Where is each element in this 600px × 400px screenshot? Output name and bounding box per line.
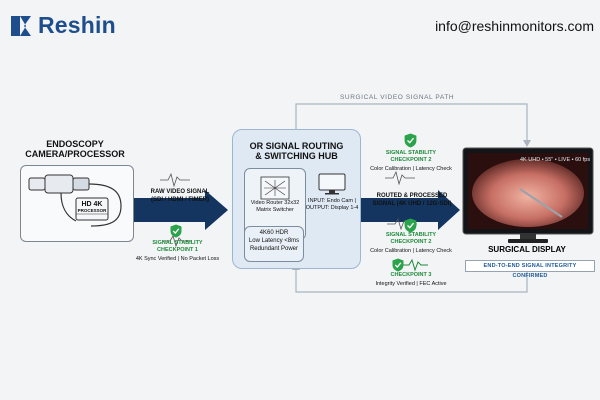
shield-check-icon	[404, 133, 417, 148]
shield-check-icon	[170, 224, 182, 238]
checkpoint-2-top: SIGNAL STABILITY CHECKPOINT 2 Color Cali…	[362, 150, 460, 173]
shield-check-icon	[404, 218, 417, 233]
checkpoint-3-title: CHECKPOINT 3	[390, 272, 432, 278]
monitor-label: SURGICAL DISPLAY	[488, 245, 566, 254]
endoscope-camera-icon	[28, 174, 122, 227]
contact-email[interactable]: info@reshinmonitors.com	[435, 18, 594, 34]
hub-title: OR SIGNAL ROUTING & SWITCHING HUB	[249, 141, 344, 162]
hdr-panel: 4K60 HDR Low Latency <8ms Redundant Powe…	[244, 226, 304, 262]
checkpoint-1-title: SIGNAL STABILITY CHECKPOINT 1	[152, 240, 203, 253]
raw-signal-label: RAW VIDEO SIGNAL (SDI / HDMI / FIMER)	[150, 189, 210, 203]
surgical-monitor-icon	[462, 147, 594, 243]
integrity-confirm-badge: END-TO-END SIGNAL INTEGRITY CONFIRMED	[465, 260, 595, 279]
checkpoint-2-top-title: SIGNAL STABILITY CHECKPOINT 2	[385, 150, 437, 163]
routing-hub: OR SIGNAL ROUTING & SWITCHING HUB Video …	[232, 129, 361, 269]
monitor-overlay: 4K UHD • 55" • LIVE • 60 fps	[520, 157, 591, 163]
display-output-icon	[318, 173, 346, 195]
processor-label: HD 4K PROCESSOR	[77, 201, 107, 213]
checkpoint-1: SIGNAL STABILITY CHECKPOINT 1 4K Sync Ve…	[130, 240, 225, 262]
endoscopy-camera-panel: HD 4K PROCESSOR	[20, 165, 134, 242]
checkpoint-2-bottom: SIGNAL STABILITY CHECKPOINT 2 Color Cali…	[362, 232, 460, 255]
checkpoint-3-sub: Integrity Verified | FEC Active	[375, 280, 447, 287]
processor-label-hd4k: HD 4K	[81, 201, 103, 208]
brand: Reshin	[10, 12, 116, 39]
shield-check-icon	[392, 258, 404, 272]
endo-title: ENDOSCOPY CAMERA/PROCESSOR	[25, 139, 125, 160]
matrix-switcher-icon	[260, 176, 290, 200]
checkpoint-2-top-sub: Color Calibration | Latency Check	[370, 165, 452, 172]
checkpoint-2-bottom-sub: Color Calibration | Latency Check	[370, 247, 452, 254]
input-output-text: INPUT: Endo Cam | OUTPUT: Display 1-4	[305, 198, 359, 212]
path-label: SURGICAL VIDEO SIGNAL PATH	[340, 94, 455, 101]
routed-signal-label: ROUTED & PROCESSED SIGNAL (4K UHD / 12G-…	[372, 193, 452, 207]
checkpoint-1-sub: 4K Sync Verified | No Packet Loss	[135, 255, 220, 262]
checkpoint-3: CHECKPOINT 3 Integrity Verified | FEC Ac…	[362, 272, 460, 288]
processor-label-processor: PROCESSOR	[77, 208, 107, 213]
brand-name: Reshin	[38, 12, 116, 38]
reshin-logo-icon	[11, 15, 31, 36]
router-text: Video Router 32x32 Matrix Switcher	[250, 200, 300, 214]
checkpoint-2-bottom-title: SIGNAL STABILITY CHECKPOINT 2	[385, 232, 437, 245]
